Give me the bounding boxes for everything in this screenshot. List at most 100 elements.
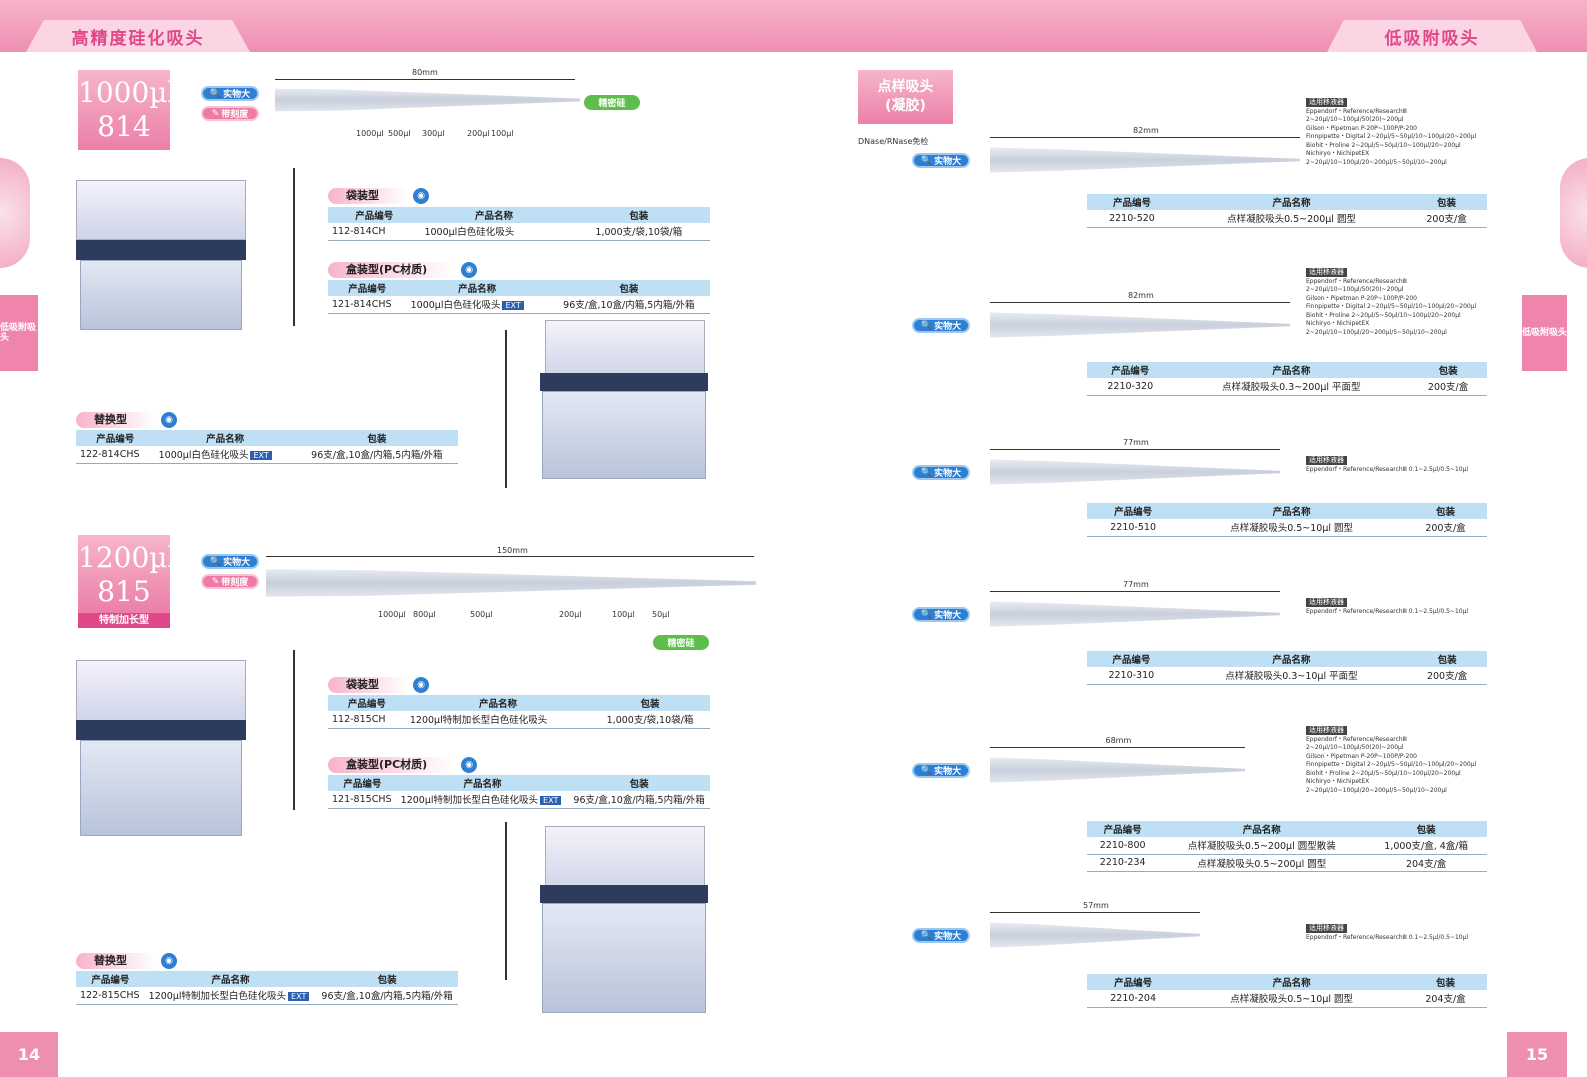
volume-label: 1200µl [78,541,177,574]
compat-line: Eppendorf・Reference/ResearchⅢ 0.1~2.5µl/… [1306,465,1469,473]
dimension-line [990,747,1245,748]
tick-label: 100µl [491,129,514,138]
length-label: 82mm [1128,291,1154,300]
dimension-line [266,556,754,557]
magnifier-icon: 🔍 [920,320,933,331]
volume-label: 1000µl [78,76,177,109]
box-icon: ◉ [461,757,478,773]
refill-rack-band [540,885,708,903]
compat-line: Finnpipette・Digital 2~20µl/5~50µl/10~100… [1306,303,1477,310]
length-label: 77mm [1123,580,1149,589]
tick-label: 500µl [388,129,411,138]
length-label: 80mm [412,68,438,77]
length-label: 82mm [1133,126,1159,135]
magnifier-icon: 🔍 [920,930,933,941]
dimension-line [990,912,1200,913]
volume-box-815: 1200µl 815 [78,535,177,613]
gel-tip-image [990,601,1280,627]
compat-line: Nichiryo・NichipetEX 2~20µl/10~100µl/20~2… [1306,150,1447,166]
dimension-line [990,449,1280,450]
actual-size-badge: 🔍实物大 [201,86,259,101]
compatible-pipettes: 适用移液器 Eppendorf・Reference/ResearchⅢ 2~20… [1306,98,1496,167]
tick-label: 200µl [559,610,582,619]
compat-title: 适用移液器 [1306,268,1347,277]
side-tip-image [0,158,30,268]
tag-icon: ✎ [211,576,220,587]
refill-rack-image [545,826,705,892]
compat-line: Eppendorf・Reference/ResearchⅢ 2~20µl/10~… [1306,107,1407,124]
compat-line: Biohit・Proline 2~20µl/5~50µl/10~100µl/20… [1306,311,1461,319]
magnifier-icon: 🔍 [209,88,222,99]
magnifier-icon: 🔍 [920,765,933,776]
gel-tip-title-box: 点样吸头 (凝胶) [858,70,953,124]
precision-badge: 精密硅 [653,635,709,650]
actual-size-badge: 🔍实物大 [912,763,970,778]
dimension-line [990,591,1280,592]
actual-size-badge: 🔍实物大 [912,607,970,622]
side-tab-right: 低吸附吸头 [1522,295,1567,371]
refill-box-image [542,391,706,479]
left-section-title: 高精度硅化吸头 [26,20,250,52]
tick-label: 800µl [413,610,436,619]
magnifier-icon: 🔍 [920,467,933,478]
page-number-right: 15 [1507,1032,1567,1077]
compat-line: Eppendorf・Reference/ResearchⅢ 2~20µl/10~… [1306,735,1407,752]
compat-line: Gilson・Pipetman P-20P~100P/P-200 [1306,124,1417,132]
tick-label: 300µl [422,129,445,138]
length-label: 57mm [1083,901,1109,910]
tip-box-lid [76,660,246,722]
compat-line: Eppendorf・Reference/ResearchⅢ 0.1~2.5µl/… [1306,607,1469,615]
page-number-left: 14 [0,1032,58,1077]
tip-box-band [76,240,246,260]
section-refill: 替换型◉ [76,411,177,429]
magnifier-icon: 🔍 [920,155,933,166]
model-code: 814 [97,110,151,143]
tip-box-image [80,740,242,836]
compat-title: 适用移液器 [1306,924,1347,933]
dimension-line [990,137,1300,138]
compat-line: Nichiryo・NichipetEX 2~20µl/10~100µl/20~2… [1306,320,1447,336]
compat-title: 适用移液器 [1306,726,1347,735]
refill-icon: ◉ [161,412,177,428]
model-code: 815 [97,575,151,608]
graduated-badge: ✎带刻度 [201,106,259,121]
gel-tip-image [990,757,1245,783]
divider [293,168,295,326]
refill-icon: ◉ [161,953,177,969]
compat-line: Biohit・Proline 2~20µl/5~50µl/10~100µl/20… [1306,141,1461,149]
tick-label: 1000µl [356,129,384,138]
compat-line: Biohit・Proline 2~20µl/5~50µl/10~100µl/20… [1306,769,1461,777]
box-icon: ◉ [461,262,478,278]
ext-icon: EXT [502,301,524,311]
dimension-line [275,79,575,80]
length-label: 150mm [497,546,528,555]
compatible-pipettes: 适用移液器 Eppendorf・Reference/ResearchⅢ 0.1~… [1306,456,1496,474]
gel-tip-image [990,922,1200,948]
gel-tip-image [990,459,1280,485]
divider [505,330,507,488]
tip-box-lid [76,180,246,240]
length-label: 68mm [1105,736,1132,745]
magnifier-icon: 🔍 [920,609,933,620]
gel-tip-title: 点样吸头 [877,79,934,95]
compat-line: Eppendorf・Reference/ResearchⅢ 2~20µl/10~… [1306,277,1407,294]
compat-line: Nichiryo・NichipetEX 2~20µl/10~100µl/20~2… [1306,778,1447,794]
tick-label: 1000µl [378,610,406,619]
